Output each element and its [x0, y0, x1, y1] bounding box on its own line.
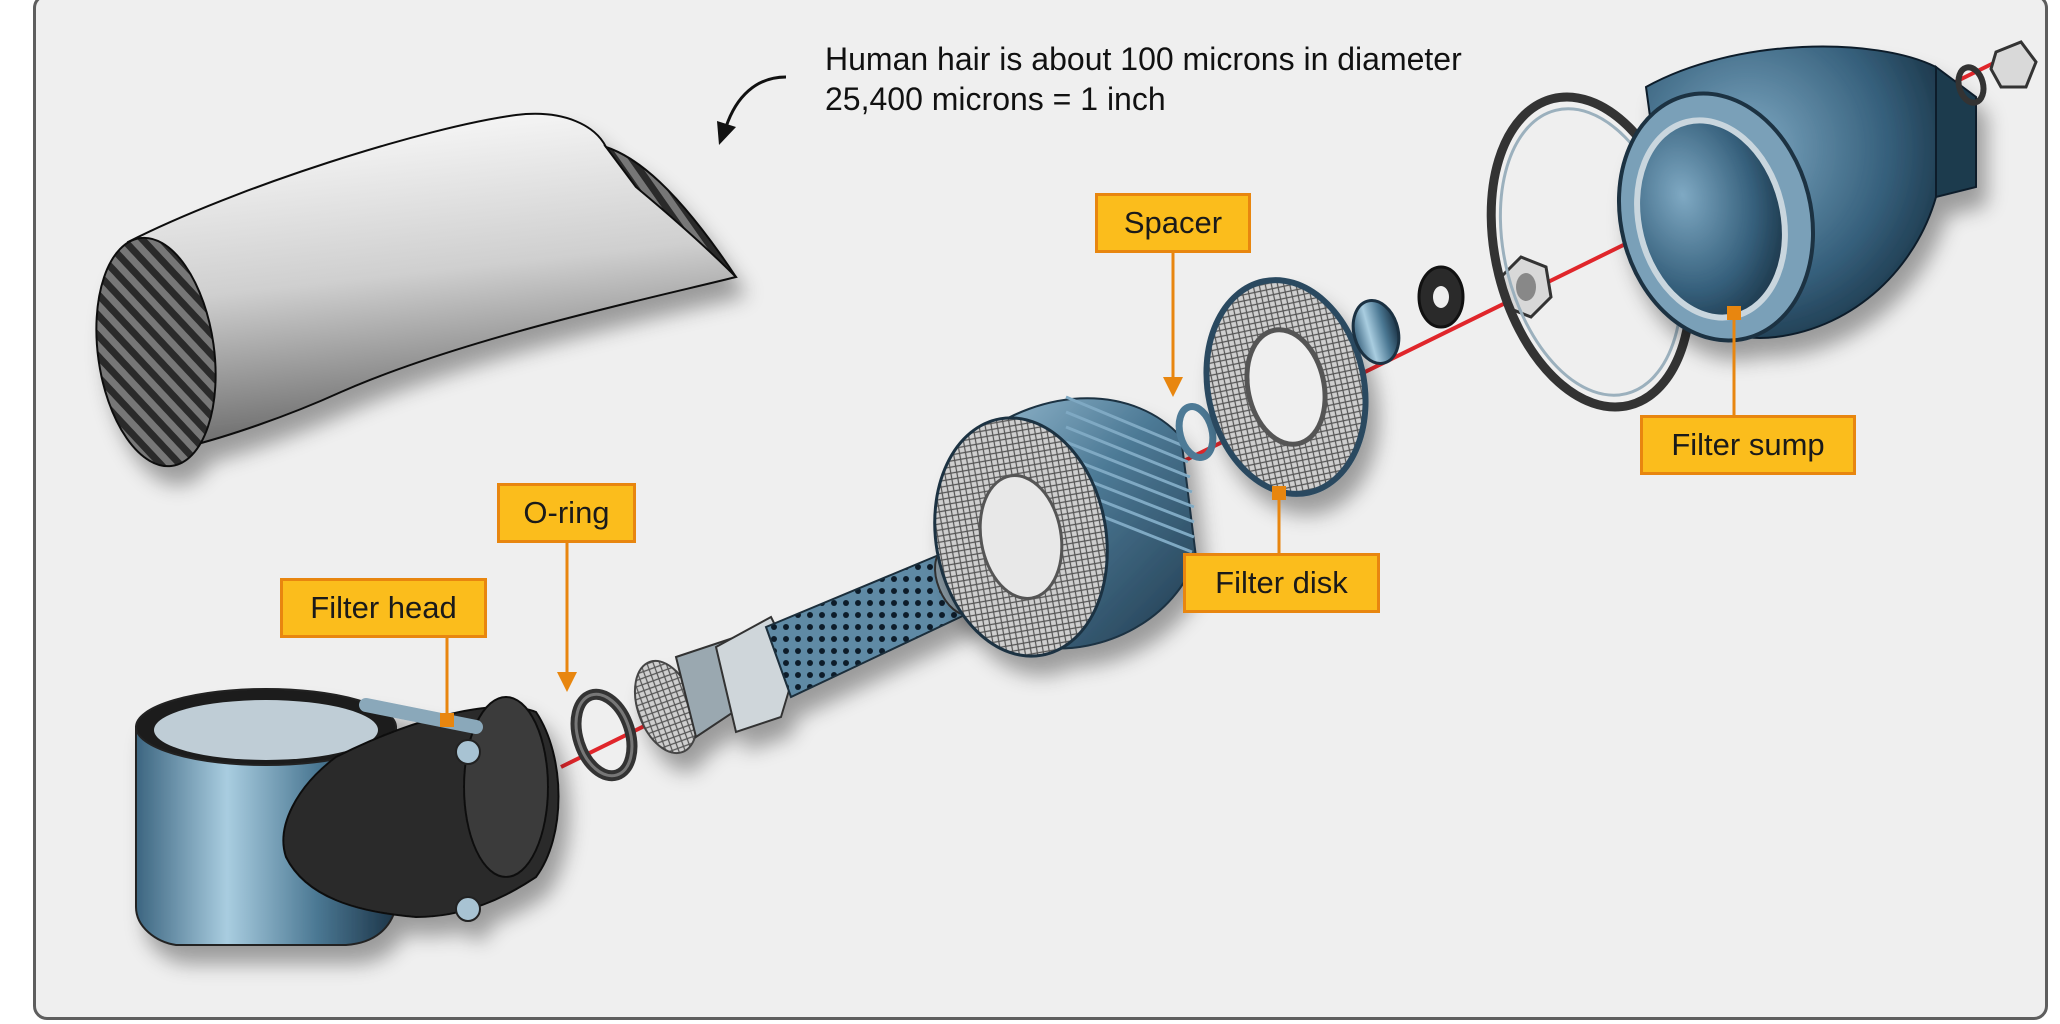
- diagram-frame: Human hair is about 100 microns in diame…: [33, 0, 2048, 1020]
- hair-size-note: Human hair is about 100 microns in diame…: [825, 41, 1462, 77]
- hair-strand-illustration: [95, 112, 738, 468]
- filter-disk-part: [1203, 277, 1369, 497]
- center-tube-part: [633, 548, 978, 755]
- hair-pointer-arrowhead: [717, 121, 736, 145]
- drain-plug-part: [1955, 40, 2038, 106]
- callout-filter-head: Filter head: [280, 578, 487, 638]
- spacer-part: [1175, 403, 1217, 461]
- filter-element-stack-part: [933, 395, 1198, 658]
- exploded-view-artwork: [95, 40, 2038, 946]
- callout-leaders: [440, 253, 1741, 727]
- callout-filter-disk: Filter disk: [1183, 553, 1380, 613]
- callout-spacer: Spacer: [1095, 193, 1251, 253]
- callout-filter-sump: Filter sump: [1640, 415, 1856, 475]
- small-hardware-parts: [1351, 255, 1553, 365]
- filter-head-part: [135, 688, 560, 946]
- micron-conversion-note: 25,400 microns = 1 inch: [825, 81, 1166, 117]
- o-ring-part: [570, 688, 638, 782]
- filter-sump-part: [1616, 45, 1977, 343]
- callout-o-ring: O-ring: [497, 483, 636, 543]
- hair-pointer-arrow: [724, 75, 787, 128]
